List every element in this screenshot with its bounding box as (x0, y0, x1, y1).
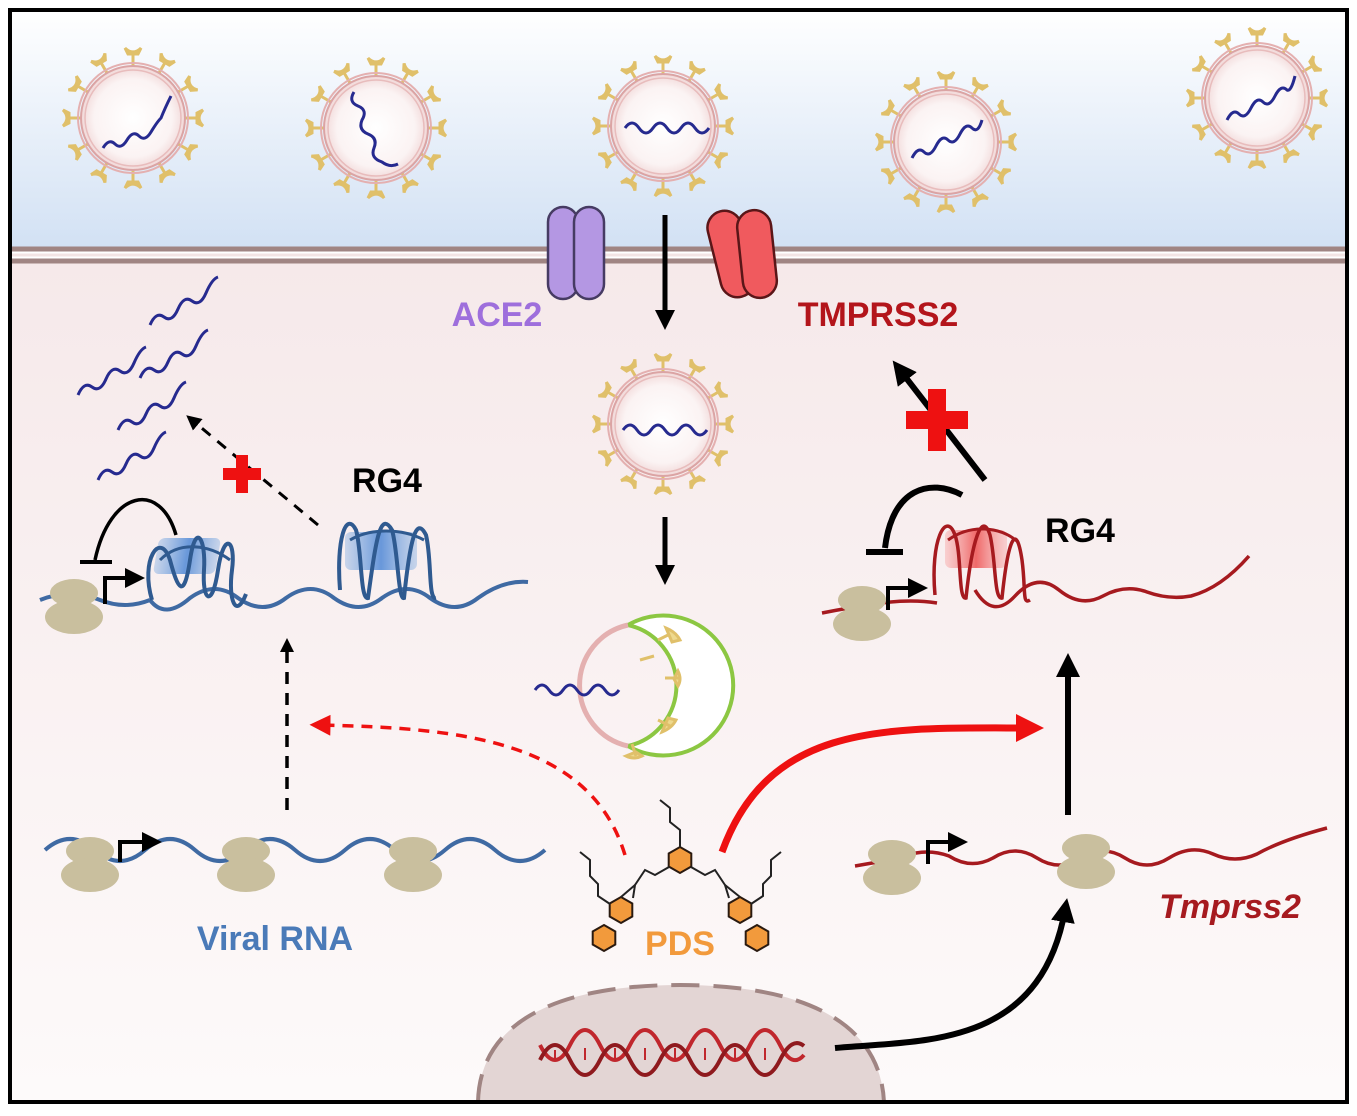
progeny-viral-rna (76, 275, 219, 481)
ribosome-icon (217, 837, 275, 892)
ribosome-icon (61, 837, 119, 892)
rg4-left-label: RG4 (352, 462, 422, 500)
transcription-start-icon (103, 568, 145, 604)
transcription-start-icon (926, 832, 968, 864)
viral-rna-translation (43, 832, 547, 892)
rg4-right-label: RG4 (1045, 512, 1115, 550)
virion-icon (593, 354, 733, 494)
tmprss2-protein-label: TMPRSS2 (798, 296, 959, 334)
viral-rna-rg4 (39, 497, 529, 634)
virion-icon (63, 48, 203, 188)
ace2-receptor-icon (546, 205, 606, 301)
virion-icon (593, 56, 733, 196)
virion-icon (876, 72, 1016, 212)
rna-g-quadruplex-icon (337, 521, 437, 601)
rna-g-quadruplex-icon (932, 524, 1031, 603)
tmprss2-protease-icon (706, 208, 779, 300)
inhibition-plus-icon (223, 455, 261, 493)
pds-to-tmprss2-rg4-arrow (718, 713, 1044, 854)
endosome-icon (533, 613, 736, 760)
rna-g-quadruplex-icon (146, 535, 248, 608)
transcription-start-icon (886, 578, 928, 610)
tmprss2-mrna-translation (854, 826, 1328, 895)
dna-helix-icon (538, 1028, 806, 1077)
ribosome-icon (1057, 834, 1115, 889)
inhibition-plus-icon (906, 389, 968, 451)
pds-molecule-icon (579, 799, 782, 952)
tmprss2-rna-rg4 (821, 484, 1251, 641)
virion-icon (1187, 28, 1327, 168)
pds-to-viral-rg4-arrow (309, 714, 627, 856)
viral-rna-label: Viral RNA (197, 920, 353, 958)
ribosome-icon (384, 837, 442, 892)
ribosome-icon (833, 586, 891, 641)
ribosome-icon (45, 579, 103, 634)
tmprss2-gene-label: Tmprss2 (1159, 888, 1301, 926)
ribosome-icon (863, 840, 921, 895)
figure-border (8, 8, 1349, 1104)
transcription-arrow (834, 898, 1075, 1051)
plasma-membrane (10, 246, 1347, 264)
ace2-label: ACE2 (452, 296, 543, 334)
transcription-start-icon (118, 832, 162, 862)
virion-icon (306, 58, 446, 198)
pds-label: PDS (645, 925, 715, 963)
